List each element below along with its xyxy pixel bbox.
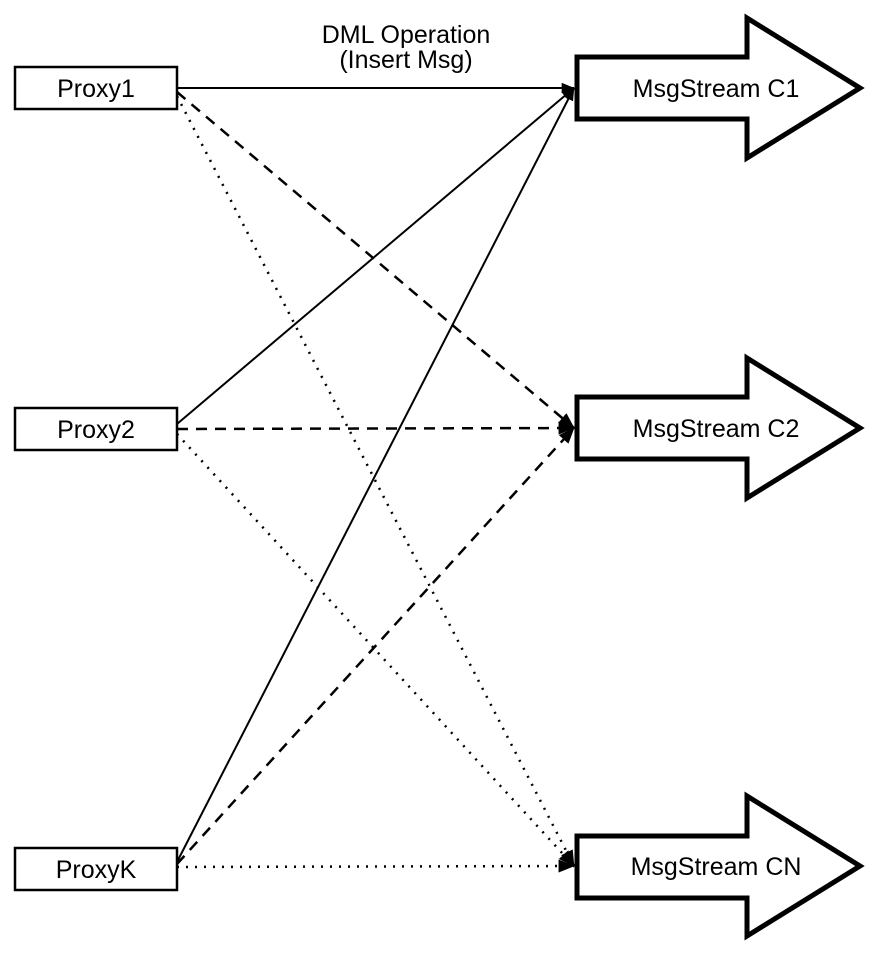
dml-operation-label-line2: (Insert Msg) bbox=[339, 46, 472, 74]
msgstream-c2-label: MsgStream C2 bbox=[633, 415, 800, 443]
edge-proxyk-c2 bbox=[176, 427, 575, 865]
proxy1-label: Proxy1 bbox=[57, 75, 135, 103]
node-proxyk: ProxyK bbox=[13, 846, 179, 892]
edge-proxy1-c2 bbox=[176, 91, 575, 429]
msgstream-cn-arrow-shape bbox=[574, 791, 865, 941]
edge-group bbox=[175, 82, 576, 873]
msgstream-cn-label: MsgStream CN bbox=[631, 853, 802, 881]
node-proxy1: Proxy1 bbox=[13, 65, 179, 111]
edge-proxy2-c1 bbox=[176, 87, 575, 425]
proxy2-box bbox=[13, 406, 179, 452]
msgstream-c1-label: MsgStream C1 bbox=[633, 75, 800, 103]
node-msgstream-c2: MsgStream C2 bbox=[574, 353, 865, 503]
dml-operation-label-line1: DML Operation bbox=[322, 21, 491, 49]
proxy1-box bbox=[13, 65, 179, 111]
edge-proxyk-c1 bbox=[176, 87, 575, 863]
edge-proxy2-cn bbox=[176, 433, 575, 867]
edge-proxyk-cn bbox=[176, 859, 575, 873]
proxyk-box bbox=[13, 846, 179, 892]
edge-proxy2-c2 bbox=[176, 421, 575, 435]
msgstream-c1-arrow-shape bbox=[574, 13, 865, 163]
node-msgstream-cn: MsgStream CN bbox=[574, 791, 865, 941]
edge-proxy1-cn bbox=[175, 95, 576, 867]
edge-annotation: DML Operation (Insert Msg) bbox=[322, 21, 491, 74]
proxyk-label: ProxyK bbox=[56, 856, 137, 884]
node-msgstream-c1: MsgStream C1 bbox=[574, 13, 865, 163]
proxy2-label: Proxy2 bbox=[57, 416, 135, 444]
node-proxy2: Proxy2 bbox=[13, 406, 179, 452]
msgstream-c2-arrow-shape bbox=[574, 353, 865, 503]
